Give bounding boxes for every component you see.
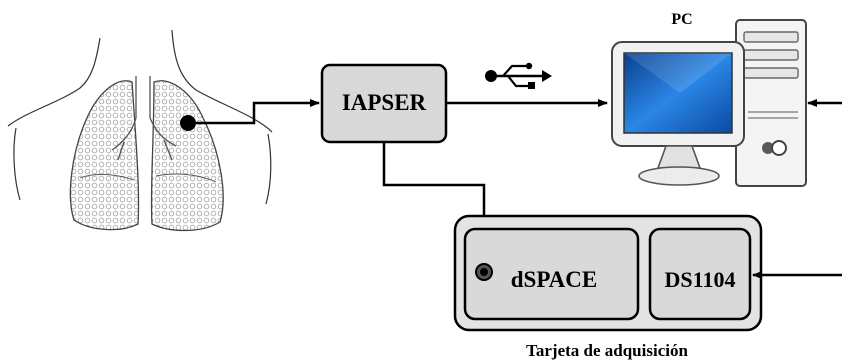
pc-label: PC <box>671 11 692 28</box>
lungs-to-iapser-arrow <box>196 99 320 125</box>
acquisition-card-label: Tarjeta de adquisición <box>526 341 688 360</box>
desktop-computer-illustration <box>611 19 807 187</box>
lungs-illustration <box>7 29 273 232</box>
ds1104-label: DS1104 <box>665 267 736 292</box>
iapser-block: IAPSER <box>320 63 448 144</box>
sensor-node <box>180 115 196 131</box>
dspace-block <box>463 227 640 321</box>
usb-icon <box>485 62 552 89</box>
dspace-label: dSPACE <box>511 267 598 292</box>
acquisition-card-block: dSPACE DS1104 <box>453 214 763 332</box>
iapser-label: IAPSER <box>342 90 427 115</box>
ds1104-block <box>648 227 752 321</box>
